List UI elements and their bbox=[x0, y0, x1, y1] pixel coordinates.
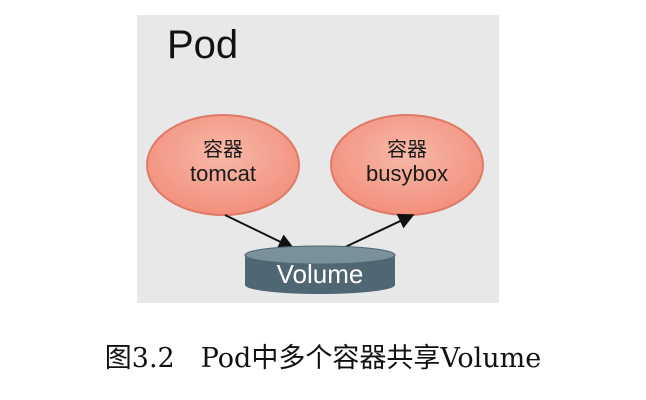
container-label-busybox: 容器 busybox bbox=[327, 137, 487, 187]
figure-number: 图3.2 bbox=[104, 343, 175, 374]
arrow-tomcat-to-volume bbox=[224, 214, 295, 249]
figure-title: Pod中多个容器共享Volume bbox=[200, 343, 542, 374]
arrow-busybox-to-volume bbox=[340, 213, 415, 250]
container-name: tomcat bbox=[189, 161, 257, 186]
container-tomcat bbox=[146, 114, 300, 216]
volume-cylinder bbox=[244, 245, 396, 294]
pod-title: Pod bbox=[167, 23, 239, 67]
pod-box: Pod 容器 tomcat 容器 busybox Volume bbox=[137, 15, 499, 303]
container-name: busybox bbox=[366, 161, 448, 186]
diagram-shapes bbox=[146, 114, 484, 294]
container-kind: 容器 bbox=[203, 137, 243, 161]
container-kind: 容器 bbox=[387, 137, 427, 161]
figure-caption: 图3.2 Pod中多个容器共享Volume bbox=[0, 336, 646, 375]
volume-label: Volume bbox=[276, 259, 364, 289]
container-label-tomcat: 容器 tomcat bbox=[143, 137, 303, 187]
